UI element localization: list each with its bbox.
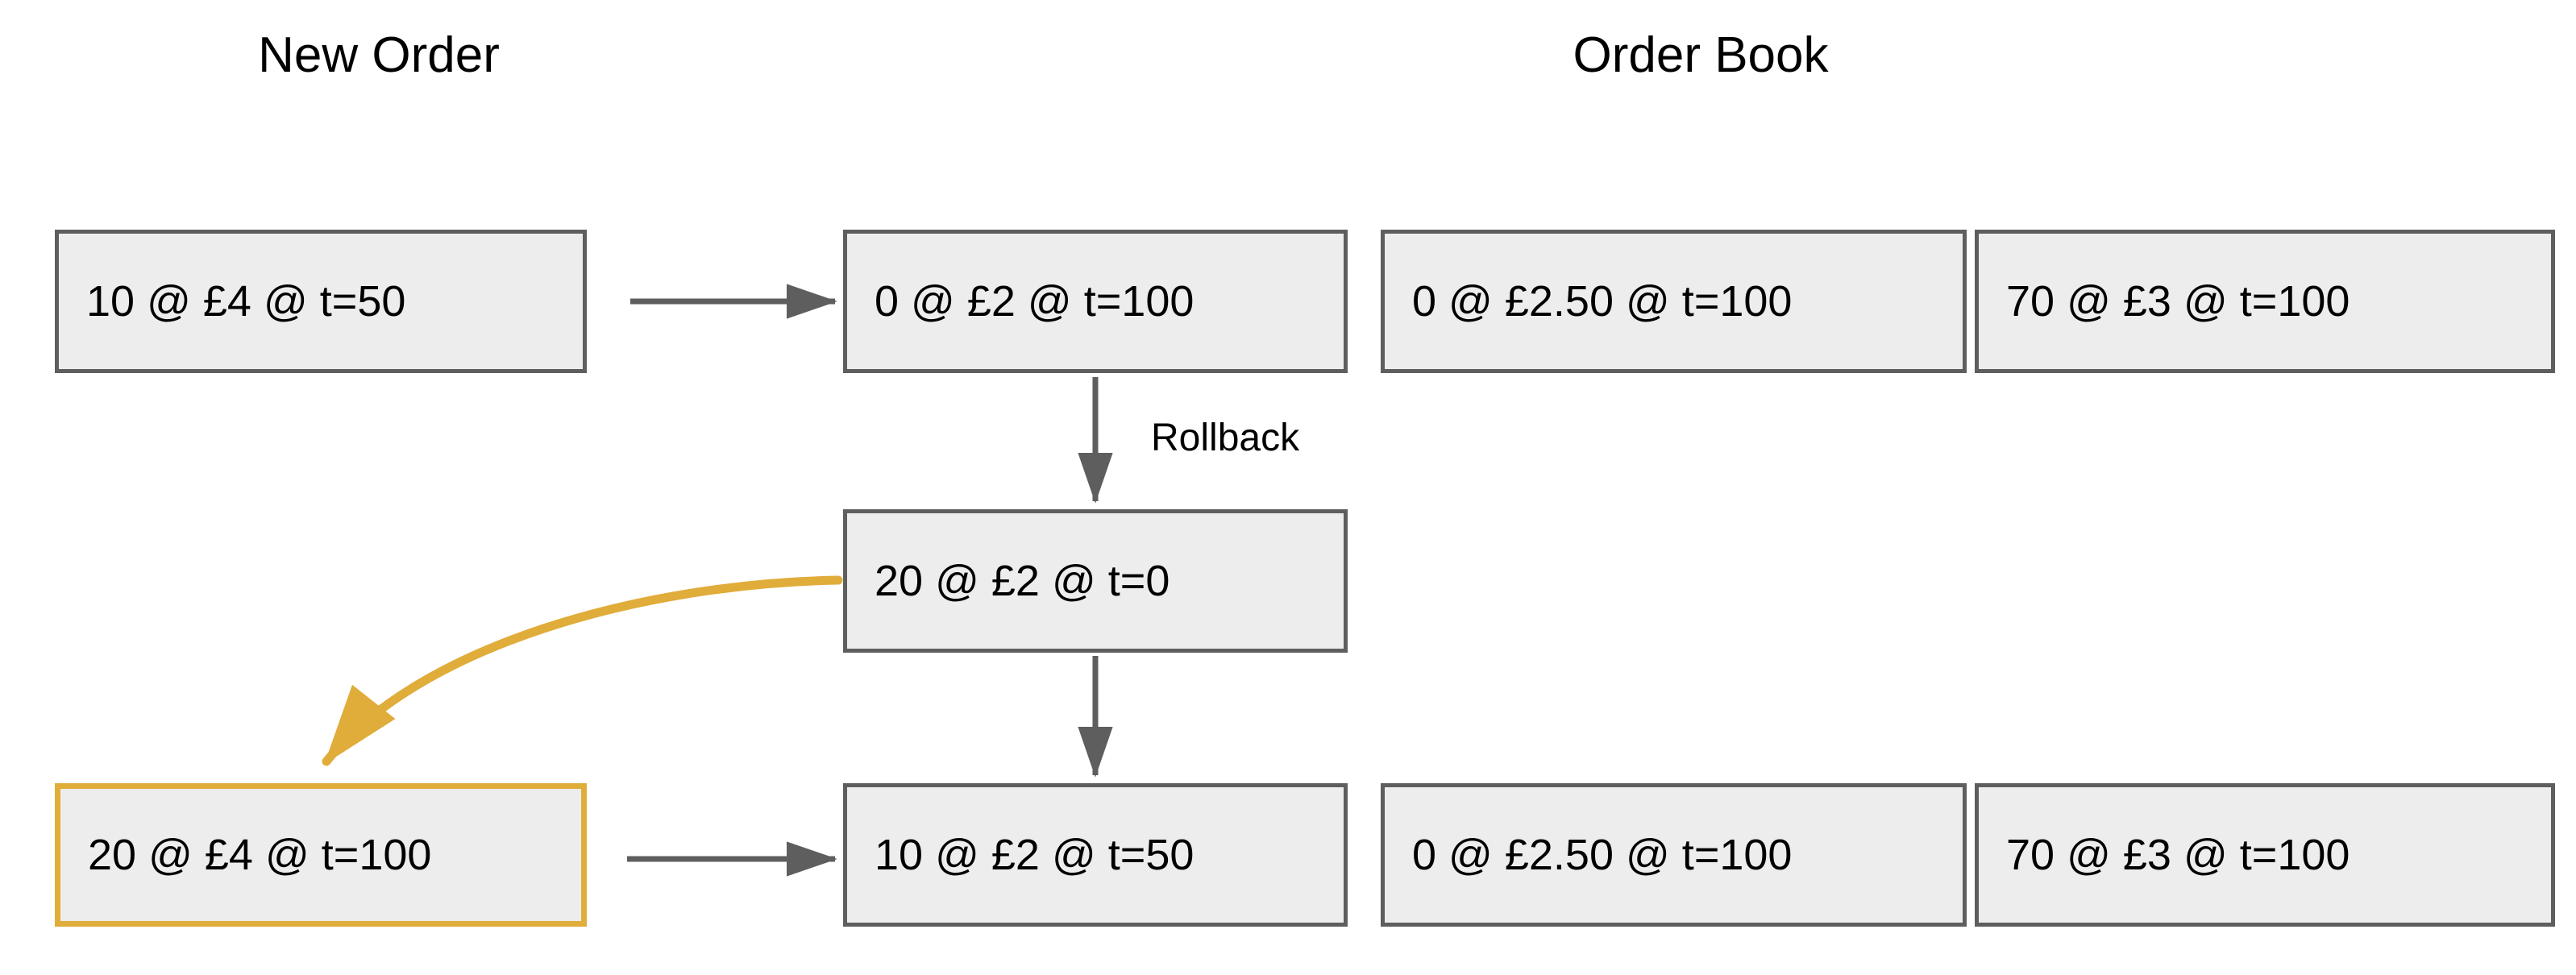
node-book-final-level-1[interactable]: 10 @ £2 @ t=50 (843, 783, 1348, 927)
node-new-order-initial[interactable]: 10 @ £4 @ t=50 (55, 230, 587, 373)
column-title-new-order: New Order (258, 27, 500, 83)
node-book-top-level-3[interactable]: 70 @ £3 @ t=100 (1975, 230, 2555, 373)
node-book-final-level-3[interactable]: 70 @ £3 @ t=100 (1975, 783, 2555, 927)
node-new-order-amended[interactable]: 20 @ £4 @ t=100 (55, 783, 587, 927)
arrow-curved-amend-neworder (322, 575, 843, 766)
edge-label-rollback: Rollback (1151, 417, 1300, 459)
node-book-top-level-2[interactable]: 0 @ £2.50 @ t=100 (1381, 230, 1967, 373)
node-book-rolledback-level-1[interactable]: 20 @ £2 @ t=0 (843, 509, 1348, 653)
node-book-final-level-2[interactable]: 0 @ £2.50 @ t=100 (1381, 783, 1967, 927)
column-title-order-book: Order Book (1573, 27, 1829, 83)
node-book-top-level-1[interactable]: 0 @ £2 @ t=100 (843, 230, 1348, 373)
